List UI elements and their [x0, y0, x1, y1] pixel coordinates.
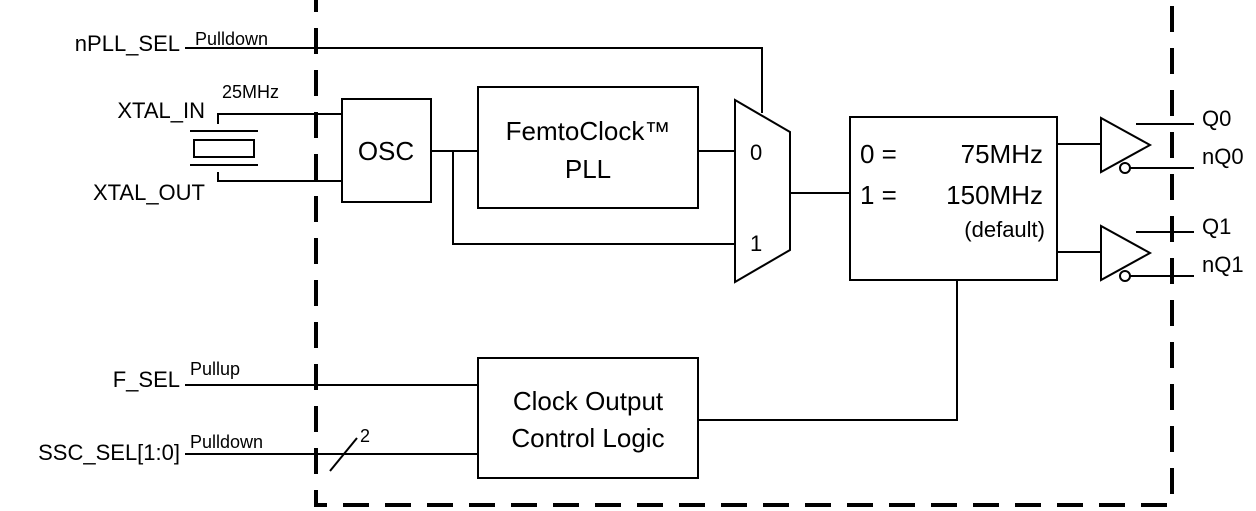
- divider-row1-value: 150MHz: [946, 180, 1043, 210]
- divider-row0-value: 75MHz: [961, 139, 1043, 169]
- divider-block: [849, 116, 1058, 281]
- f-sel-bias: Pullup: [190, 359, 240, 379]
- xtal-out-wire: [217, 172, 342, 182]
- f-sel-label: F_SEL: [113, 367, 180, 392]
- ssc-sel-bias: Pulldown: [190, 432, 263, 452]
- xtal-in-label: XTAL_IN: [117, 98, 205, 123]
- ssc-sel-label: SSC_SEL[1:0]: [38, 440, 180, 465]
- nq1-label: nQ1: [1202, 252, 1244, 277]
- pll-label-line2: PLL: [565, 154, 611, 184]
- crystal-icon: [190, 130, 258, 166]
- control-logic-label-line2: Control Logic: [511, 423, 664, 453]
- bus-slash-icon: [329, 437, 358, 472]
- output-buffer-0-icon: [1100, 116, 1194, 174]
- pll-block: [477, 86, 699, 209]
- pll-label-line1: FemtoClock™: [506, 116, 671, 146]
- divider-row0-key: 0 =: [860, 139, 897, 169]
- control-to-divider-wire: [698, 280, 958, 421]
- npll-sel-bias: Pulldown: [195, 29, 268, 49]
- nq0-label: nQ0: [1202, 144, 1244, 169]
- mux-input-0: 0: [750, 140, 762, 165]
- q0-label: Q0: [1202, 106, 1231, 131]
- mux-input-1: 1: [750, 231, 762, 256]
- xtal-freq-label: 25MHz: [222, 82, 279, 102]
- bus-width-label: 2: [360, 426, 370, 446]
- xtal-in-wire: [217, 113, 342, 124]
- output-buffer-1-icon: [1100, 224, 1194, 282]
- q1-label: Q1: [1202, 214, 1231, 239]
- chip-boundary: [314, 0, 1174, 507]
- osc-bypass-wire: [452, 151, 735, 245]
- npll-sel-wire: [185, 47, 763, 113]
- npll-sel-label: nPLL_SEL: [75, 31, 180, 56]
- xtal-out-label: XTAL_OUT: [93, 180, 205, 205]
- control-logic-block: [477, 357, 699, 479]
- mux-block: [734, 98, 791, 284]
- control-logic-label-line1: Clock Output: [513, 386, 664, 416]
- osc-label: OSC: [358, 136, 414, 166]
- divider-row1-key: 1 =: [860, 180, 897, 210]
- divider-default-note: (default): [964, 217, 1045, 242]
